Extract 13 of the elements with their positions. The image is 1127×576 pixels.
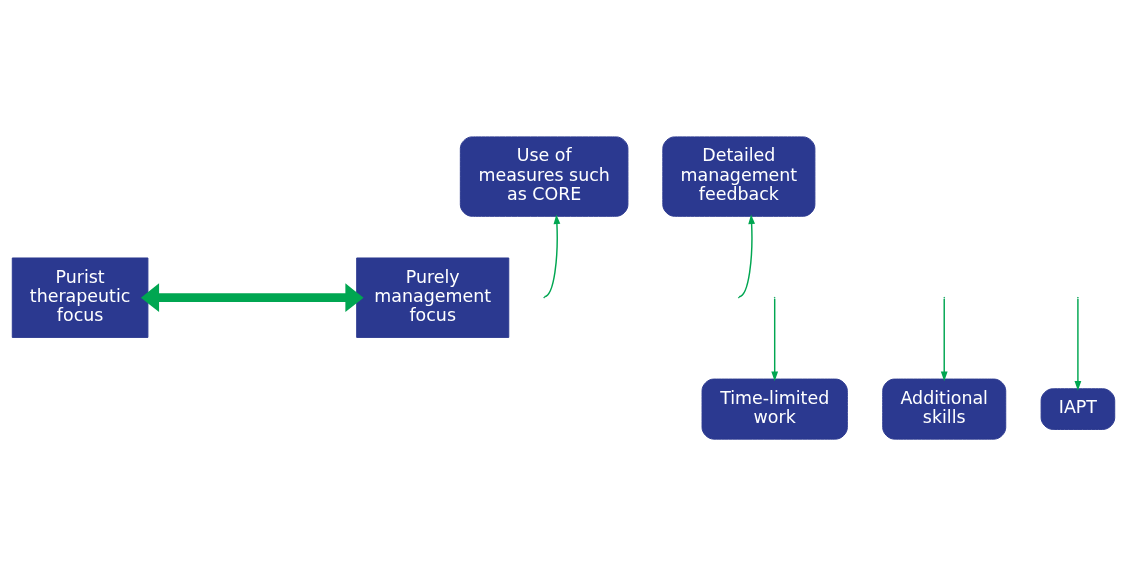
arrow [140, 283, 364, 312]
node-box: IAPT [1040, 388, 1116, 430]
arrow [1074, 298, 1082, 391]
node-box: Purely management focus [356, 257, 510, 338]
arrow [543, 214, 561, 298]
arrow [940, 298, 948, 382]
node-box: Purist therapeutic focus [11, 257, 149, 338]
arrow [738, 214, 756, 298]
node-box: Additional skills [882, 378, 1007, 440]
arrow [771, 298, 779, 382]
node-box: Use of measures such as CORE [459, 136, 629, 217]
node-box: Detailed management feedback [662, 136, 816, 217]
node-box: Time-limited work [701, 378, 848, 440]
